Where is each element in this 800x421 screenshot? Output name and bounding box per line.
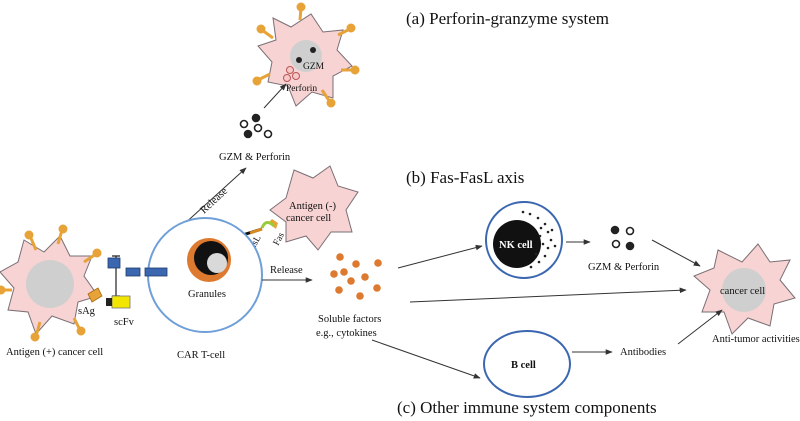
sag-label: sAg xyxy=(78,306,96,317)
soluble-factors-label-1: Soluble factors xyxy=(318,314,381,325)
nk-cell: NK cell xyxy=(485,201,563,279)
anti-tumor-label: Anti-tumor activities xyxy=(712,334,800,345)
granzyme-dot xyxy=(283,74,291,82)
granule-cluster-right xyxy=(610,225,635,251)
car-t-cell-label: CAR T-cell xyxy=(177,350,225,361)
arrow-to-nk-cell xyxy=(397,244,483,269)
surface-antigen xyxy=(87,287,103,303)
granules-label: Granules xyxy=(188,289,226,300)
cancer-cell-nucleus xyxy=(26,260,74,308)
arrow-gzm-to-cancer xyxy=(651,239,701,267)
granzyme-dot xyxy=(292,72,300,80)
nk-cell-nucleus xyxy=(493,220,541,268)
scfv-dark-domain xyxy=(106,298,112,306)
car-receptor xyxy=(106,255,168,309)
arrow-to-cancer-cell xyxy=(409,287,687,303)
cancer-cell-nucleus xyxy=(722,268,766,312)
arrow-antibodies-to-cancer xyxy=(677,309,723,345)
nk-cell-label: NK cell xyxy=(499,240,533,251)
release-arrow-diagonal xyxy=(181,167,247,227)
cytokine-cluster xyxy=(330,253,382,300)
car-hinge-segment xyxy=(125,267,141,277)
car-transmembrane-segment xyxy=(144,267,168,277)
caption-fas-fasl: (b) Fas-FasL axis xyxy=(406,168,524,187)
gzm-perforin-label-right: GZM & Perforin xyxy=(588,262,660,273)
cancer-cell-membrane xyxy=(269,165,359,251)
scfv-label: scFv xyxy=(114,317,135,328)
fas-label: Fas xyxy=(272,231,287,248)
soluble-factors-label-2: e.g., cytokines xyxy=(316,328,377,339)
scfv-heavy-domain xyxy=(107,257,121,269)
antigen-neg-label-1: Antigen (-) xyxy=(289,201,336,212)
scfv-light-domain xyxy=(111,295,131,309)
perforin-pore xyxy=(296,57,302,63)
car-t-cell: Granules xyxy=(147,217,263,333)
caption-perforin-granzyme: (a) Perforin-granzyme system xyxy=(406,9,609,28)
arrow-to-b-cell xyxy=(371,339,481,379)
t-cell-nucleus-inner xyxy=(207,253,227,273)
antigen-negative-cancer-cell: Antigen (-) cancer cell xyxy=(269,165,359,251)
fasl-ligand-tip xyxy=(249,227,263,235)
nk-cell-granules xyxy=(521,210,557,269)
antigen-pos-label: Antigen (+) cancer cell xyxy=(6,347,103,358)
target-cancer-cell-top: GZM Perforin xyxy=(252,2,360,108)
caption-other-immune: (c) Other immune system components xyxy=(397,398,657,417)
release-label-diagonal: Release xyxy=(199,186,231,217)
fas-receptor xyxy=(260,219,278,229)
antigen-receptor xyxy=(0,224,102,342)
granzyme-dot xyxy=(286,66,294,74)
release-label-horizontal: Release xyxy=(270,265,303,276)
granule-to-cell-arrow xyxy=(263,83,287,109)
perforin-pore xyxy=(310,47,316,53)
antigen-receptor xyxy=(252,2,360,108)
b-cell: B cell xyxy=(483,330,571,398)
b-cell-membrane xyxy=(483,330,571,398)
gzm-perforin-label-top: GZM & Perforin xyxy=(219,152,291,163)
b-cell-label: B cell xyxy=(511,360,536,371)
antigen-neg-label-2: cancer cell xyxy=(286,213,331,224)
perforin-label-on-cell: Perforin xyxy=(286,83,317,94)
antigen-positive-cancer-cell xyxy=(0,224,103,342)
granule-cluster-top xyxy=(239,113,273,139)
cancer-cell-label-right: cancer cell xyxy=(720,286,765,297)
gzm-label-on-cell: GZM xyxy=(303,62,325,72)
antibodies-label: Antibodies xyxy=(620,347,666,358)
